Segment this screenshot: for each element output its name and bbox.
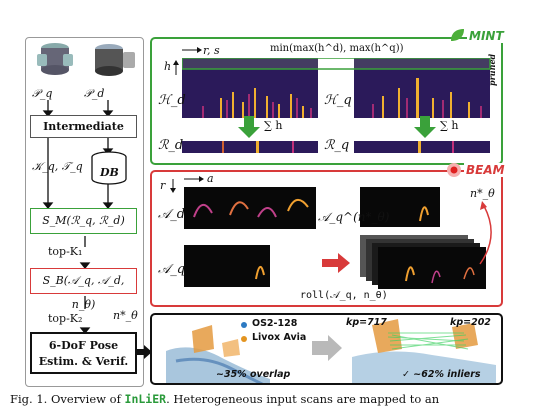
kp-source-label: kp=717 [346, 317, 387, 328]
h-axis-arrow [173, 60, 179, 75]
scanner-icons [37, 43, 135, 76]
histogram-heatmaps [182, 58, 491, 118]
figure-caption: Fig. 1. Overview of InLiER. Heterogeneou… [10, 392, 439, 406]
sm-box: S_M(ℛ_q, ℛ_d) [30, 208, 137, 234]
p-q-label: 𝒫_q [32, 87, 53, 100]
min-max-label: min(max(h^d), max(h^q)) [270, 43, 404, 54]
scanner-right-icon [95, 44, 135, 76]
beam-r-label: r [160, 179, 166, 192]
legend-livox: Livox Avia [252, 332, 307, 343]
sb-box: S_B(𝒜_q, 𝒜_d, n_θ) [30, 268, 137, 311]
roll-label: roll(𝒜_q, n_θ) [300, 290, 388, 301]
pose-line1: 6-DoF Pose [48, 339, 119, 352]
red-right-arrow-icon [322, 253, 350, 273]
red-curved-arrow [479, 201, 492, 265]
beam-panel [150, 170, 503, 307]
beam-n-theta-star-label: n*_θ [470, 187, 495, 200]
sum-h-label-2: ∑ h [440, 119, 459, 132]
rolled-stack-image [360, 235, 486, 289]
pose-line2: Estim. & Verif. [38, 355, 129, 368]
a-q-label: 𝒜_q [158, 262, 186, 277]
green-down-arrow-icon-1 [238, 116, 260, 138]
top-k2-label: top-K₂ [48, 312, 83, 325]
top-k1-label: top-K₁ [48, 245, 83, 258]
beam-a-label: a [207, 172, 214, 185]
caption-method-name: InLiER [124, 392, 167, 406]
kq-tq-label: 𝒦_q, 𝒯_q [32, 160, 83, 173]
n-theta-star-label: n*_θ [113, 309, 138, 322]
h-d-label: ℋ_d [158, 93, 186, 108]
beam-r-arrow [170, 179, 176, 193]
pose-box: 6-DoF Pose Estim. & Verif. [30, 332, 137, 374]
caption-suffix: . Heterogeneous input scans are mapped t… [166, 392, 440, 406]
rs-label: r, s [203, 44, 220, 57]
a-d-label: 𝒜_d [158, 207, 186, 222]
db-label: DB [100, 166, 119, 179]
p-d-label: 𝒫_d [84, 87, 105, 100]
db-icon [91, 151, 127, 185]
mint-tag: MINT [467, 29, 506, 43]
caption-prefix: Fig. 1. Overview of [10, 392, 125, 406]
registration-panel: OS2-128 Livox Avia ~35% overlap kp=717 k… [150, 313, 503, 385]
a-d-image [184, 187, 316, 229]
r-q-label: ℛ_q [324, 138, 350, 153]
h-label: h [164, 60, 172, 73]
glow-icon [447, 163, 461, 177]
h-q-label: ℋ_q [324, 93, 352, 108]
scanner-left-icon [37, 43, 73, 75]
sum-h-label-1: ∑ h [264, 119, 283, 132]
green-down-arrow-icon-2 [414, 116, 436, 138]
legend-os2: OS2-128 [252, 318, 298, 329]
kp-target-label: kp=202 [450, 317, 491, 328]
descriptor-bars [182, 141, 490, 153]
r-d-label: ℛ_d [158, 138, 184, 153]
beam-a-arrow [184, 176, 204, 182]
overlap-label: ~35% overlap [216, 369, 291, 380]
pipeline-panel [25, 37, 144, 387]
inliers-label: ✓ ~62% inliers [402, 369, 481, 380]
leaf-icon [451, 29, 464, 41]
right-arrow-icon [137, 345, 152, 359]
beam-tag: BEAM [464, 163, 507, 177]
a-q-image [184, 245, 270, 287]
a-q-n-image [360, 187, 440, 227]
point-cloud-image [166, 319, 496, 383]
mint-panel [150, 37, 503, 165]
a-q-n-label: 𝒜_q^(n*_θ) [318, 210, 390, 224]
rs-axis-arrow [182, 47, 202, 53]
pruned-label: pruned [487, 53, 497, 86]
intermediate-box: Intermediate [30, 115, 137, 138]
